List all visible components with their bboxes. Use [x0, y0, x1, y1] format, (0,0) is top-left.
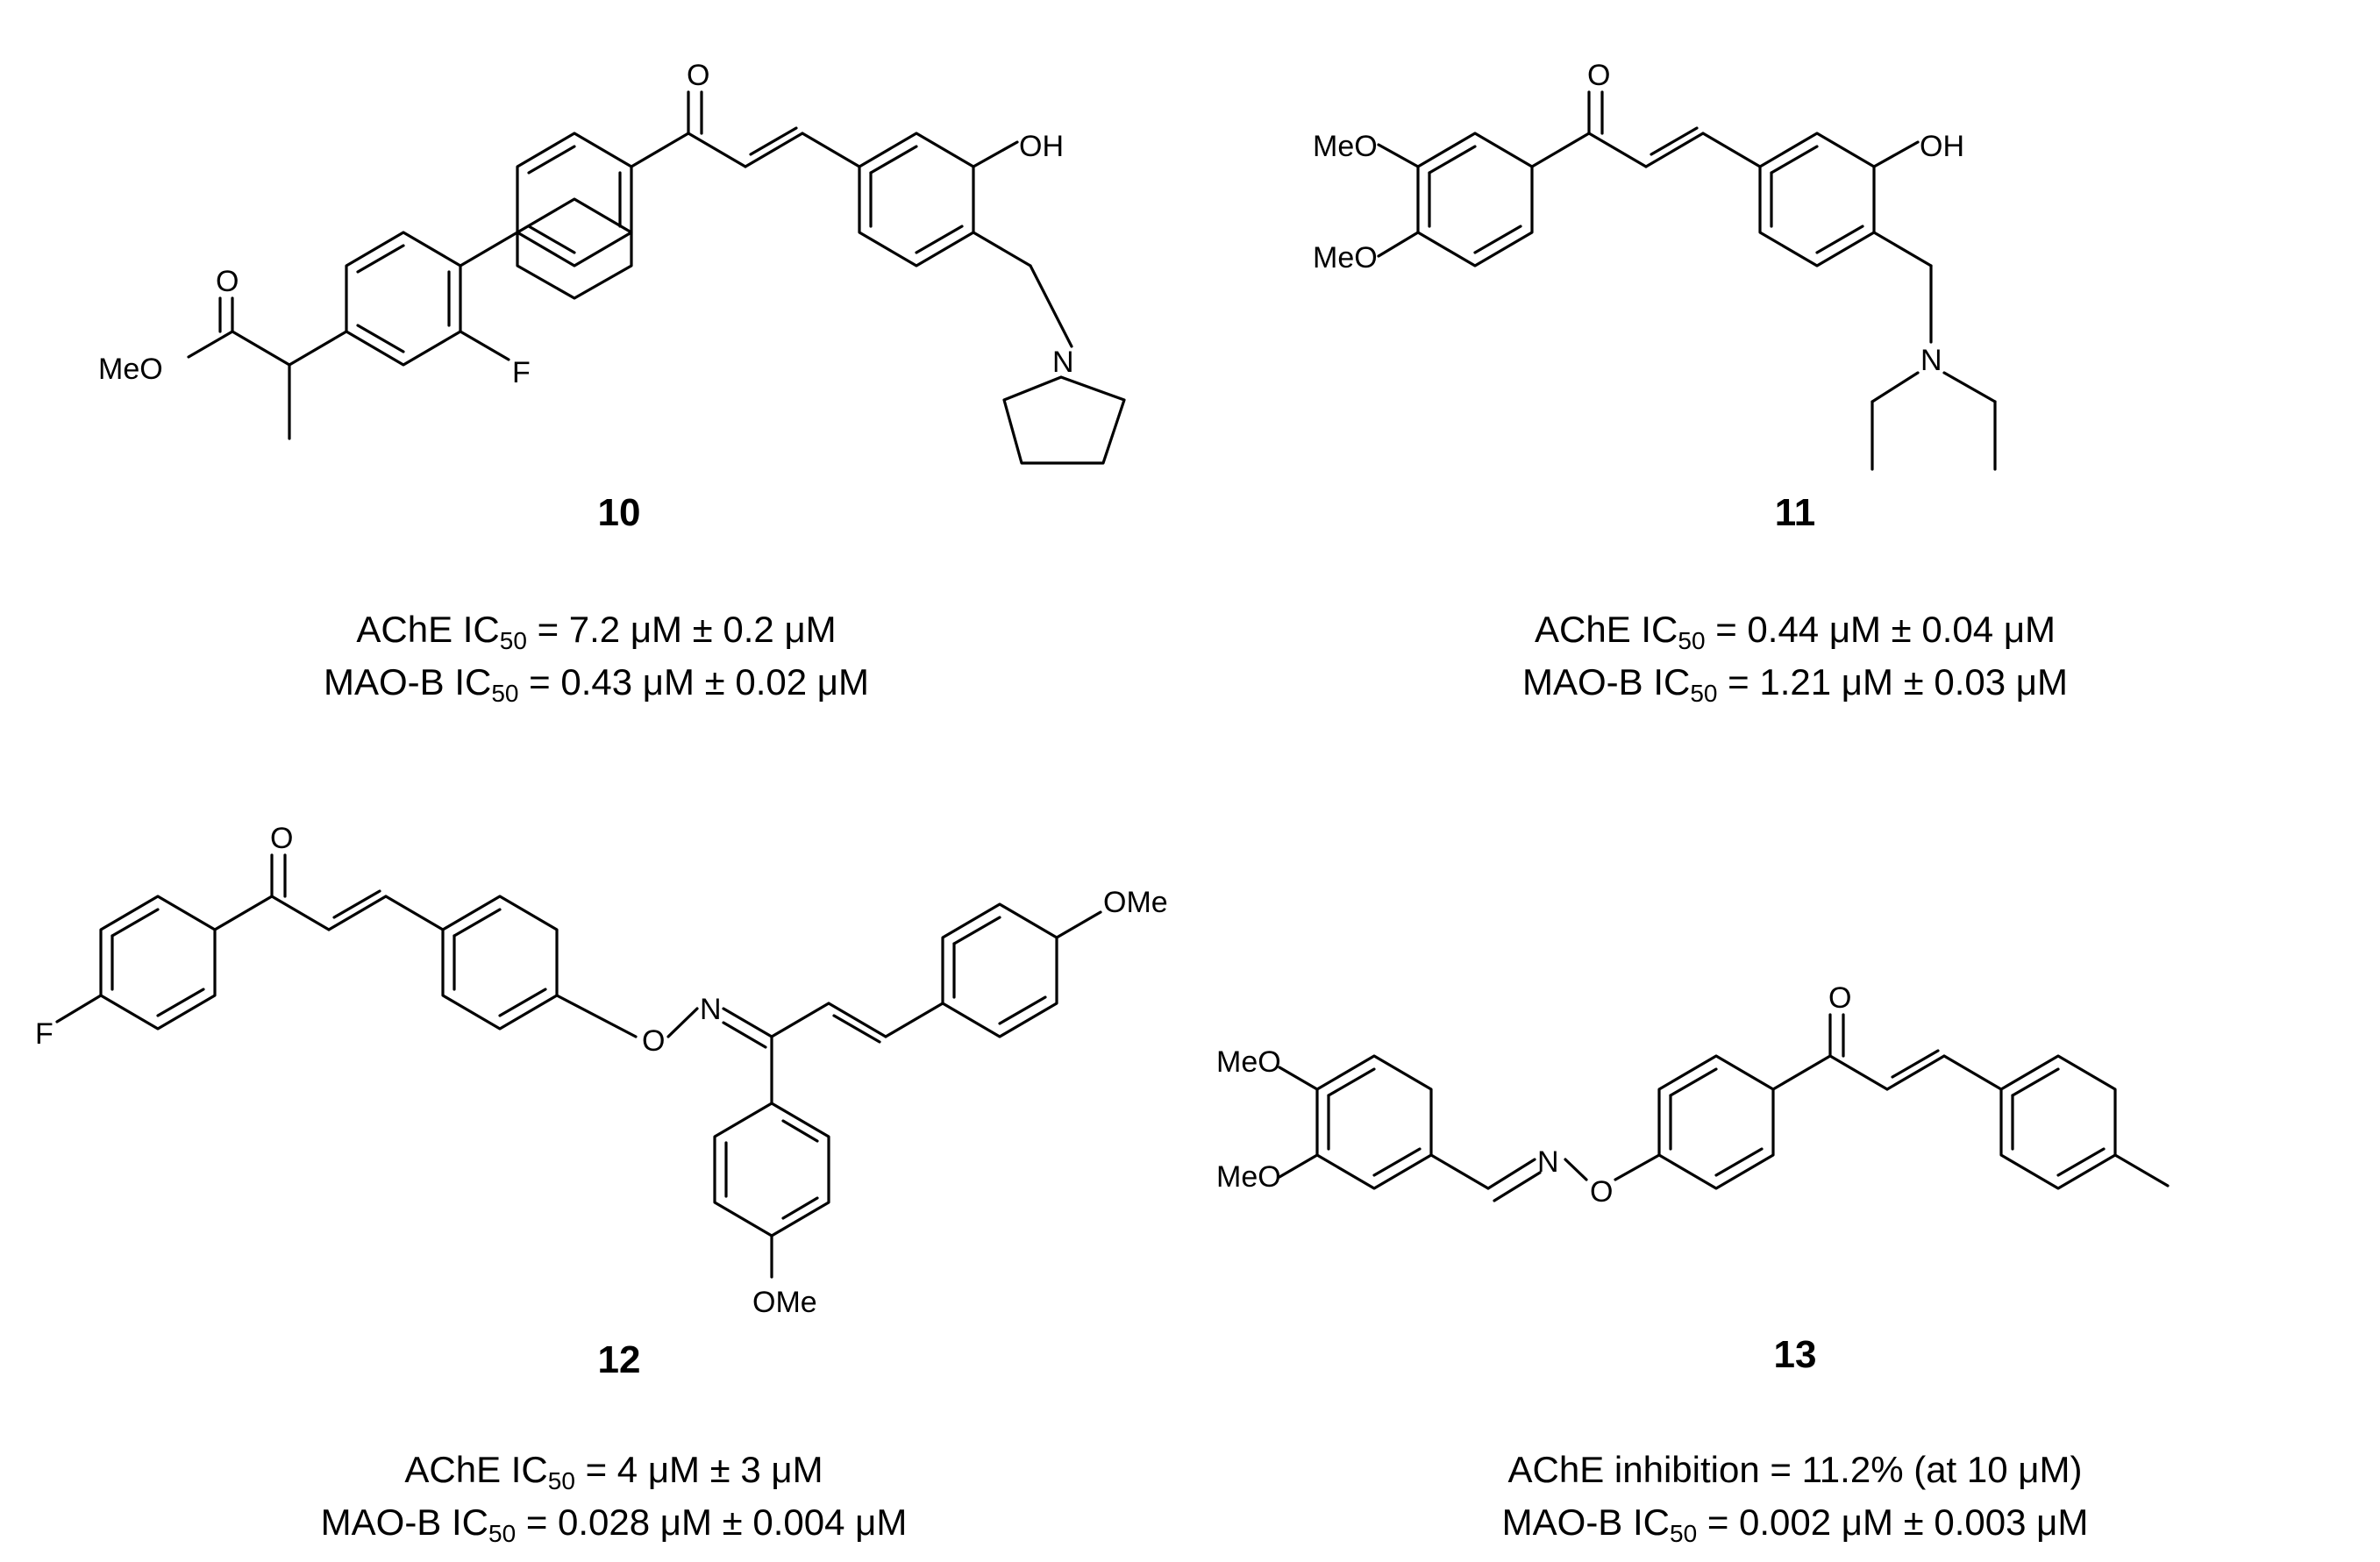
assay-line-1: AChE IC50 = 4 μM ± 3 μM [44, 1445, 1184, 1494]
fluoro-label: F [512, 356, 531, 389]
methoxy-top-label: MeO [1313, 130, 1378, 163]
methoxy-bottom-label: MeO [1313, 241, 1378, 275]
hydroxy-label: OH [1019, 130, 1064, 163]
hydroxy-label: OH [1920, 130, 1964, 163]
assay-prefix: MAO-B IC [1522, 661, 1691, 703]
compound-13-structure: O N O MeO MeO [1216, 981, 2170, 1209]
assay-prefix: MAO-B IC [324, 661, 492, 703]
methoxy-ester-label: MeO [98, 353, 163, 386]
methoxy-bottom-label: OMe [752, 1286, 817, 1319]
assay-subscript: 50 [499, 627, 527, 654]
assay-prefix: AChE IC [404, 1449, 548, 1490]
methoxy-right-label: OMe [1103, 886, 1168, 919]
assay-value: = 7.2 μM ± 0.2 μM [526, 609, 837, 650]
assay-line-1: AChE IC50 = 7.2 μM ± 0.2 μM [26, 605, 1166, 654]
assay-line-2: MAO-B IC50 = 0.43 μM ± 0.02 μM [26, 658, 1166, 707]
oxo-label: O [1587, 59, 1610, 92]
oxime-oxygen-label: O [1590, 1175, 1613, 1209]
oxo-label: O [270, 822, 293, 855]
assay-prefix: AChE inhibition = 11.2% (at 10 μM) [1507, 1449, 2083, 1490]
compound-11-panel: O OH N MeO MeO 11 AChE IC50 = 0.44 μM ± … [1190, 0, 2380, 781]
assay-value: = 0.002 μM ± 0.003 μM [1697, 1501, 2089, 1543]
assay-line-2: MAO-B IC50 = 0.002 μM ± 0.003 μM [1225, 1498, 2365, 1547]
compound-number: 11 [1774, 491, 1816, 534]
oxo-label: O [1828, 981, 1851, 1015]
nitrogen-label: N [1920, 344, 1942, 377]
methoxy-top-label: MeO [1216, 1045, 1281, 1079]
nitrogen-label: N [1052, 346, 1074, 379]
assay-subscript: 50 [491, 680, 519, 707]
assay-line-2: MAO-B IC50 = 0.028 μM ± 0.004 μM [44, 1498, 1184, 1547]
compound-10-panel: O OH N F O MeO 10 AChE IC50 = 7.2 μM ± 0… [0, 0, 1190, 781]
oxime-nitrogen-label: N [700, 993, 722, 1026]
compound-12-panel: O F O N OMe OMe 12 AChE IC50 = 4 μM ± 3 … [0, 781, 1190, 1562]
fluoro-label: F [35, 1017, 53, 1051]
compound-number: 10 [597, 491, 641, 534]
compound-number: 12 [597, 1338, 641, 1381]
assay-value: = 1.21 μM ± 0.03 μM [1717, 661, 2068, 703]
compound-13-panel: O N O MeO MeO 13 AChE inhibition = 11.2%… [1190, 781, 2380, 1562]
assay-subscript: 50 [488, 1520, 517, 1547]
compound-11-structure: O OH N MeO MeO [1313, 59, 1997, 471]
assay-value: = 0.028 μM ± 0.004 μM [516, 1501, 908, 1543]
assay-line-1: AChE inhibition = 11.2% (at 10 μM) [1225, 1445, 2365, 1494]
assay-prefix: AChE IC [1535, 609, 1678, 650]
assay-line-1: AChE IC50 = 0.44 μM ± 0.04 μM [1225, 605, 2365, 654]
assay-line-2: MAO-B IC50 = 1.21 μM ± 0.03 μM [1225, 658, 2365, 707]
assay-prefix: MAO-B IC [320, 1501, 488, 1543]
assay-value: = 0.44 μM ± 0.04 μM [1705, 609, 2056, 650]
oxo-label: O [687, 59, 709, 92]
assay-value: = 4 μM ± 3 μM [574, 1449, 823, 1490]
assay-subscript: 50 [1678, 627, 1706, 654]
compound-12-structure: O F O N OMe OMe [35, 822, 1168, 1319]
assay-value: = 0.43 μM ± 0.02 μM [518, 661, 869, 703]
compound-10-structure: O OH N F O MeO [98, 59, 1126, 465]
assay-prefix: AChE IC [356, 609, 500, 650]
compound-number: 13 [1773, 1333, 1817, 1376]
ester-oxo-label: O [216, 265, 239, 298]
methoxy-bottom-label: MeO [1216, 1160, 1281, 1194]
oxime-nitrogen-label: N [1537, 1145, 1559, 1179]
assay-subscript: 50 [1670, 1520, 1698, 1547]
assay-prefix: MAO-B IC [1501, 1501, 1670, 1543]
assay-subscript: 50 [547, 1467, 575, 1494]
assay-subscript: 50 [1690, 680, 1718, 707]
oxime-oxygen-label: O [642, 1024, 665, 1058]
